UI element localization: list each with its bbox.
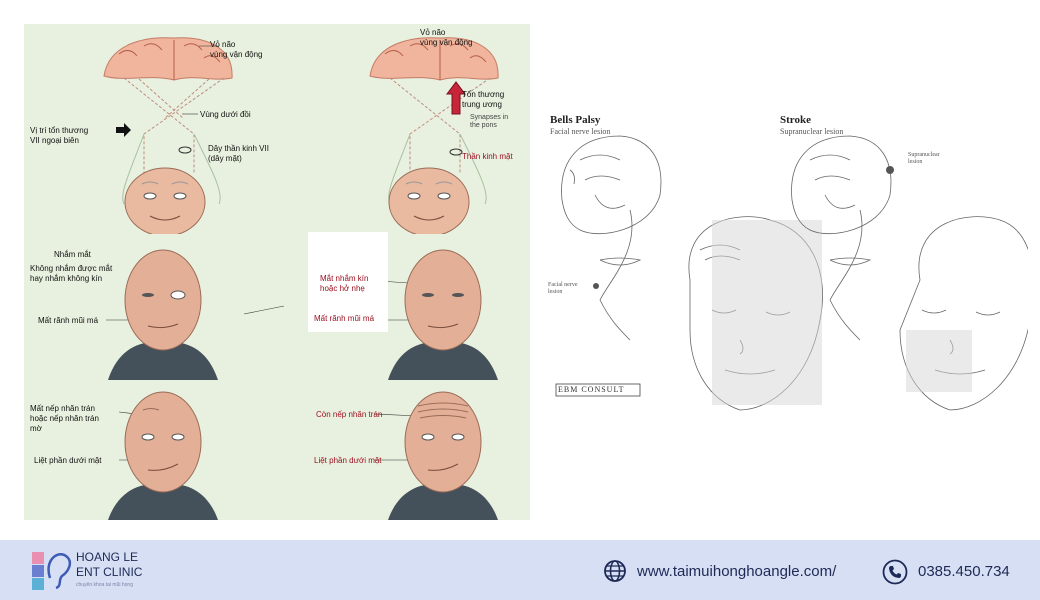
label-facial-nerve-right: Thần kinh mặt [462, 152, 513, 161]
label-lower-face-left: Liệt phần dưới mặt [34, 456, 102, 465]
nerve-pathway-diagram [103, 37, 499, 461]
globe-icon [604, 560, 626, 582]
label-forehead-right: Còn nếp nhăn trán [316, 410, 383, 419]
brain-right-icon [369, 37, 499, 81]
face-top-left [124, 167, 206, 234]
label-cannot-close-eye: Không nhắm được mắt hay nhắm không kín [30, 264, 113, 283]
clinic-name-line1: HOANG LE [76, 550, 139, 564]
label-nasolabial-right: Mất rãnh mũi má [314, 314, 375, 323]
label-synapses: Synapses in the pons [470, 114, 509, 129]
website-link[interactable]: www.taimuihonghoangle.com/ [637, 563, 837, 580]
brain-left-icon [103, 37, 233, 81]
stroke-title: Stroke [780, 114, 811, 126]
phone-link[interactable]: 0385.450.734 [918, 563, 1010, 580]
label-close-eyes: Nhắm mắt [54, 250, 91, 259]
face-top-right [388, 167, 470, 234]
bells-palsy-title: Bells Palsy [550, 114, 601, 126]
label-forehead-left: Mất nếp nhăn trán hoặc nếp nhăn trán mờ [30, 404, 99, 433]
label-subcortex: Vùng dưới đồi [200, 110, 251, 119]
label-lower-face-right: Liệt phần dưới mặt [314, 456, 382, 465]
bells-palsy-vs-stroke-figure: Bells Palsy Facial nerve lesion Facial n… [540, 100, 1028, 430]
face-bottom-right [388, 391, 498, 520]
ebm-consult-logo: EBM CONSULT [558, 385, 625, 394]
label-cortex-left: Vỏ não vùng vận động [210, 40, 263, 59]
clinic-tagline: chuyên khoa tai mũi họng [76, 582, 133, 588]
phone-icon [882, 559, 908, 585]
ear-logo-icon [32, 552, 72, 590]
label-facial-nerve: Dây thần kinh VII (dây mặt) [208, 144, 269, 163]
facial-nerve-lesion-label: Facial nerve lesion [548, 282, 578, 295]
label-central-lesion: Tổn thương trung ương [462, 90, 505, 109]
face-mid-left [108, 249, 218, 380]
label-nasolabial-left: Mất rãnh mũi má [38, 316, 99, 325]
sketch-diagram [555, 135, 1028, 411]
facial-palsy-comparison-figure: Vỏ não vùng vận động Vùng dưới đồi Vị tr… [24, 24, 530, 520]
stroke-subtitle: Supranuclear lesion [780, 127, 844, 136]
supranuclear-lesion-label: Supranuclear lesion [908, 152, 940, 165]
face-bottom-left [108, 391, 218, 520]
bells-palsy-subtitle: Facial nerve lesion [550, 127, 611, 136]
label-peripheral-lesion: Vị trí tổn thương VII ngoại biên [30, 126, 89, 145]
label-eye-closed: Mắt nhắm kín hoặc hở nhẹ [320, 274, 369, 293]
label-cortex-right: Vỏ não vùng vận động [420, 28, 473, 47]
face-mid-right [388, 249, 498, 380]
footer-bar: HOANG LE ENT CLINIC chuyên khoa tai mũi … [0, 540, 1040, 600]
clinic-name-line2: ENT CLINIC [76, 565, 143, 579]
